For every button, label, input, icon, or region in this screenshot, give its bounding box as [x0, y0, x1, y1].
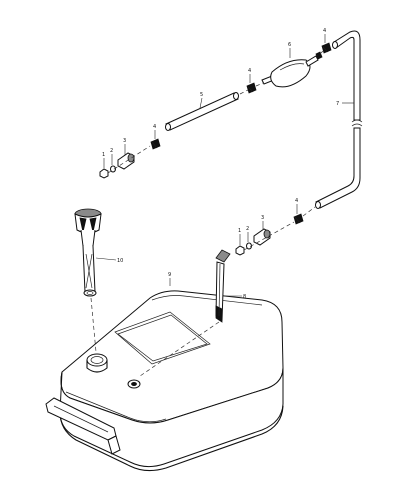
filler-cap-leader	[95, 257, 117, 261]
callout-4-top: 4	[323, 28, 326, 34]
fuel-hose-section	[165, 92, 239, 131]
hose-leader	[199, 97, 203, 109]
right-fitting-center-line	[243, 221, 295, 251]
left-leader-lines	[103, 130, 156, 168]
hose-to-bulb-line	[239, 89, 249, 95]
callout-2-left: 2	[110, 148, 113, 154]
callout-4-right: 4	[295, 198, 298, 204]
left-fitting-group	[99, 138, 161, 179]
callout-2-right: 2	[246, 226, 249, 232]
primer-bulb	[261, 51, 323, 88]
bulb-to-clamp-line	[319, 50, 324, 55]
filler-center-line	[90, 297, 97, 353]
callout-4-mid: 4	[248, 68, 251, 74]
callout-7: 7	[336, 101, 339, 107]
right-fitting-group	[235, 213, 304, 256]
filler-cap-assembly	[74, 208, 102, 297]
fuel-pickup-tube	[215, 249, 231, 323]
fuel-hose-long	[315, 30, 363, 209]
callout-6: 6	[288, 42, 291, 48]
callout-4-left: 4	[153, 124, 156, 130]
left-fitting-center-line	[107, 145, 151, 174]
callout-8: 8	[243, 294, 246, 300]
callout-9: 9	[168, 272, 171, 278]
clamp-to-hose-line	[302, 206, 316, 217]
callout-1-left: 1	[102, 152, 105, 158]
right-leader-lines	[239, 204, 298, 245]
pickup-center-line	[139, 321, 220, 377]
callout-5: 5	[200, 92, 203, 98]
callout-10: 10	[117, 258, 123, 264]
fuel-tank	[45, 290, 284, 472]
callout-3-left: 3	[123, 138, 126, 144]
top-hose-clamp	[321, 42, 332, 54]
callout-1-right: 1	[238, 228, 241, 234]
callout-3-right: 3	[261, 215, 264, 221]
middle-hose-clamp	[246, 82, 257, 94]
